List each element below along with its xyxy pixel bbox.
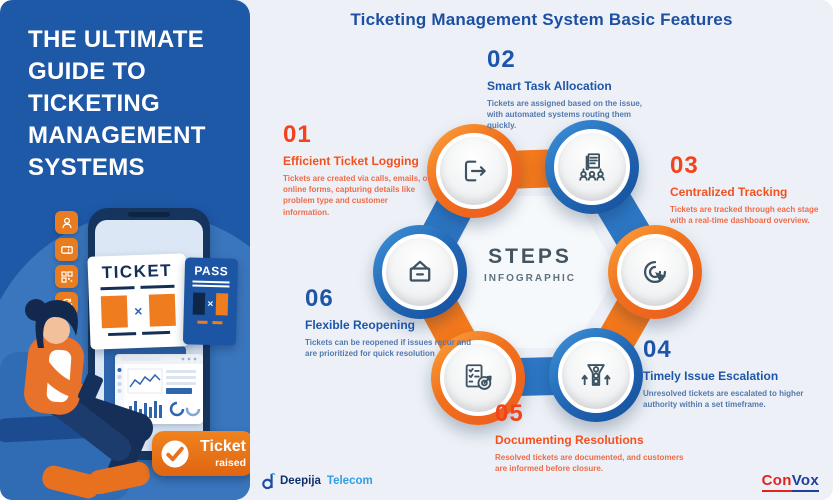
guide-title-line: MANAGEMENT [28, 122, 206, 149]
deepija-logo-icon [262, 472, 276, 490]
step-number: 06 [305, 285, 334, 312]
person-icon [55, 211, 78, 234]
step-circle-6-inner [382, 234, 458, 310]
badge-text: Ticket raised [197, 437, 246, 469]
step-description: Resolved tickets are documented, and cus… [495, 453, 684, 474]
deepija-telecom-logo: Deepija Telecom [262, 471, 373, 491]
step-description: Unresolved tickets are escalated to high… [643, 389, 804, 410]
step-block-5: 05 Documenting Resolutions Resolved tick… [495, 402, 695, 474]
target-click-icon [643, 260, 667, 284]
step-circle-4 [549, 328, 643, 422]
center-label: STEPS INFOGRAPHIC [455, 245, 605, 284]
badge-subtitle: raised [215, 456, 246, 469]
step-block-1: 01 Efficient Ticket Logging Tickets are … [283, 123, 433, 218]
deepija-name: Deepija [280, 475, 321, 487]
phone-notch [128, 212, 170, 217]
step-block-4: 04 Timely Issue Escalation Unresolved ti… [643, 338, 815, 410]
checklist-target-icon [465, 364, 492, 390]
step-description: Tickets are assigned based on the issue,… [487, 99, 643, 131]
reopen-box-icon [409, 260, 431, 282]
step-title: Timely Issue Escalation [643, 369, 779, 383]
guide-title-line: GUIDE TO [28, 58, 146, 85]
step-circle-1-inner [436, 133, 512, 209]
step-circle-2-inner [554, 129, 630, 205]
step-block-2: 02 Smart Task Allocation Tickets are ass… [487, 48, 657, 132]
step-circle-1 [427, 124, 521, 218]
step-number: 03 [670, 152, 699, 179]
step-number: 01 [283, 121, 312, 148]
step-block-6: 06 Flexible Reopening Tickets can be reo… [305, 287, 485, 359]
page-title: Ticketing Management System Basic Featur… [350, 10, 733, 29]
step-circle-6 [373, 225, 467, 319]
step-block-3: 03 Centralized Tracking Tickets are trac… [670, 154, 828, 226]
ticket-icon [55, 238, 78, 261]
step-circle-5 [431, 331, 525, 425]
step-title: Flexible Reopening [305, 318, 416, 332]
guide-title-line: TICKETING [28, 90, 161, 117]
step-description: Tickets can be reopened if issues recur … [305, 338, 472, 359]
convox-logo: ConVox [761, 472, 819, 492]
step-circle-3 [608, 225, 702, 319]
guide-title: THE ULTIMATE GUIDE TO TICKETING MANAGEME… [28, 24, 206, 184]
step-number: 05 [495, 400, 524, 427]
ticket-export-icon [464, 160, 486, 182]
check-icon [161, 440, 189, 467]
convox-vox: Vox [791, 472, 819, 492]
escalation-funnel-icon [581, 364, 611, 386]
seated-woman-illustration [0, 299, 153, 500]
step-description: Tickets are created via calls, emails, o… [283, 174, 431, 217]
deepija-suffix: Telecom [326, 475, 373, 487]
step-title: Efficient Ticket Logging [283, 154, 419, 168]
task-distribution-icon [579, 153, 605, 181]
step-title: Centralized Tracking [670, 185, 788, 199]
step-title: Documenting Resolutions [495, 433, 644, 447]
ticket-raised-badge: Ticket raised [152, 431, 250, 476]
left-panel: THE ULTIMATE GUIDE TO TICKETING MANAGEME… [0, 0, 250, 500]
qr-code-icon [55, 265, 78, 288]
center-title: STEPS [488, 245, 572, 268]
convox-con: Con [761, 472, 792, 492]
step-circle-5-inner [440, 340, 516, 416]
step-circle-2 [545, 120, 639, 214]
badge-title: Ticket [200, 437, 246, 455]
step-circle-4-inner [558, 337, 634, 413]
step-number: 04 [643, 336, 672, 363]
guide-title-line: SYSTEMS [28, 154, 145, 181]
guide-title-line: THE ULTIMATE [28, 26, 205, 53]
step-title: Smart Task Allocation [487, 79, 612, 93]
step-number: 02 [487, 46, 516, 73]
step-description: Tickets are tracked through each stage w… [670, 205, 819, 226]
step-circle-3-inner [617, 234, 693, 310]
center-subtitle: INFOGRAPHIC [484, 273, 576, 284]
